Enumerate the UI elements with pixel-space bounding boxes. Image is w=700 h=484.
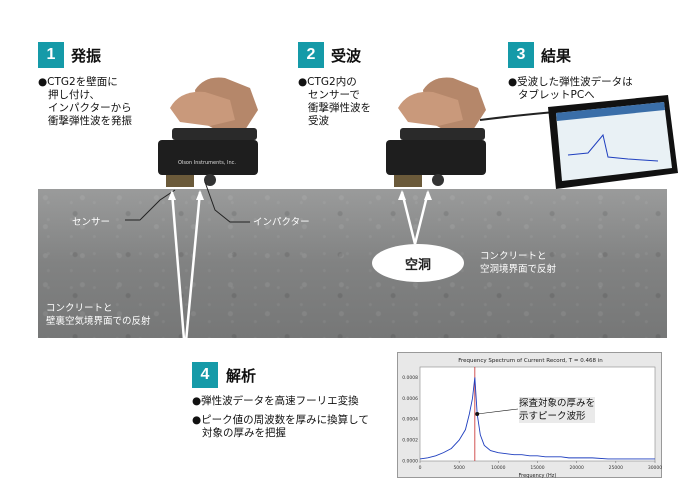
x-tick-label: 25000	[609, 465, 623, 471]
step-4-line: 対象の厚みを把握	[202, 427, 286, 439]
void-ellipse: 空洞	[372, 244, 464, 282]
step-1-line: CTG2を壁面に	[47, 76, 118, 88]
impactor-label: インパクター	[253, 217, 310, 228]
step-4-line: 弾性波データを高速フーリエ変換	[201, 395, 359, 407]
bullet-glyph: ●	[192, 395, 202, 407]
y-tick-label: 0.0004	[402, 417, 418, 423]
peak-note-label: 探査対象の厚みを 示すピーク波形	[519, 397, 596, 423]
step-1-title: 発振	[71, 47, 102, 65]
peak-note-line: 示すピーク波形	[519, 411, 586, 422]
step-1-bullet: ●CTG2を壁面に 押し付け、 インパクターから 衝撃弾性波を発振	[38, 76, 132, 128]
step-3-bullet: ●受波した弾性波データは タブレットPCへ	[508, 76, 633, 102]
step-2-bullet: ●CTG2内の センサーで 衝撃弾性波を 受波	[298, 76, 371, 128]
arrow-head	[424, 190, 432, 200]
device-body	[386, 140, 486, 175]
bullet-glyph: ●	[298, 76, 308, 88]
wall-reflection-line: 壁裏空気境界面での反射	[46, 316, 151, 327]
device-handle	[172, 128, 257, 140]
y-tick-label: 0.0006	[402, 396, 418, 402]
device-sensor-foot	[166, 175, 194, 187]
step-3-line: タブレットPCへ	[518, 89, 595, 101]
step-2-line: 衝撃弾性波を	[308, 102, 371, 114]
tablet-pc-illustration	[548, 95, 678, 189]
void-reflection-label: コンクリートと 空洞境界面で反射	[480, 250, 556, 276]
bullet-glyph: ●	[38, 76, 48, 88]
step-4-bullets: ●弾性波データを高速フーリエ変換 ●ピーク値の周波数を厚みに換算して 対象の厚み…	[192, 395, 369, 440]
wall-reflection-line: コンクリートと	[46, 303, 113, 314]
x-axis-label: Frequency (Hz)	[519, 473, 557, 479]
cable-line	[480, 111, 556, 121]
wall-reflection-wave	[170, 191, 202, 353]
tablet-waveform	[567, 133, 659, 162]
x-tick-label: 15000	[530, 465, 544, 471]
arrow-head	[398, 190, 406, 200]
bullet-glyph: ●	[508, 76, 518, 88]
device-sensor-foot	[394, 175, 422, 187]
x-tick-label: 10000	[491, 465, 505, 471]
step-2-line: CTG2内の	[307, 76, 357, 88]
device-handle	[400, 128, 485, 140]
arrow-head	[196, 190, 204, 200]
x-tick-label: 0	[419, 465, 422, 471]
impactor-leader-line	[204, 181, 250, 223]
chart-title: Frequency Spectrum of Current Record, T …	[458, 358, 603, 364]
y-tick-label: 0.0000	[402, 459, 418, 465]
step-4-line: ピーク値の周波数を厚みに換算して	[201, 414, 369, 426]
step-2-line: 受波	[308, 115, 329, 127]
hand-fingers	[170, 91, 235, 126]
wall-reflection-label: コンクリートと 壁裏空気境界面での反射	[46, 302, 151, 328]
step-4-number: 4	[192, 362, 218, 388]
step-2-line: センサーで	[308, 89, 360, 101]
y-tick-label: 0.0008	[402, 375, 418, 381]
step-3-line: 受波した弾性波データは	[517, 76, 633, 88]
peak-pointer-line	[477, 408, 519, 415]
sensor-label: センサー	[72, 217, 111, 228]
step-1-line: 押し付け、	[48, 89, 100, 101]
device-impactor	[432, 174, 444, 186]
step-2-title: 受波	[331, 47, 362, 65]
step-1-line: 衝撃弾性波を発振	[48, 115, 132, 127]
concrete-wall	[38, 189, 667, 338]
ctg2-device-illustration	[386, 77, 486, 187]
step-1-number: 1	[38, 42, 64, 68]
hand-fingers	[398, 91, 463, 126]
void-reflection-line: コンクリートと	[480, 251, 547, 262]
bullet-glyph: ●	[192, 414, 202, 426]
x-tick-label: 30000	[648, 465, 662, 471]
device-body	[158, 140, 258, 175]
sensor-leader-line	[125, 189, 176, 221]
ctg2-device-illustration	[158, 77, 258, 187]
tablet-screen	[556, 102, 672, 181]
device-impactor	[204, 174, 216, 186]
x-tick-label: 5000	[453, 465, 465, 471]
step-3-title: 結果	[541, 47, 572, 65]
step-1-line: インパクターから	[48, 102, 132, 114]
step-4-title: 解析	[226, 367, 257, 385]
x-tick-label: 20000	[570, 465, 584, 471]
spectrum-series-line	[419, 377, 655, 460]
void-reflection-line: 空洞境界面で反射	[480, 264, 557, 275]
y-tick-label: 0.0002	[402, 438, 418, 444]
tablet-titlebar	[556, 102, 665, 121]
device-brand-label: Olson Instruments, Inc.	[178, 160, 237, 166]
step-3-number: 3	[508, 42, 534, 68]
peak-note-line: 探査対象の厚みを	[519, 398, 596, 409]
arrow-head	[168, 190, 176, 200]
step-2-number: 2	[298, 42, 324, 68]
